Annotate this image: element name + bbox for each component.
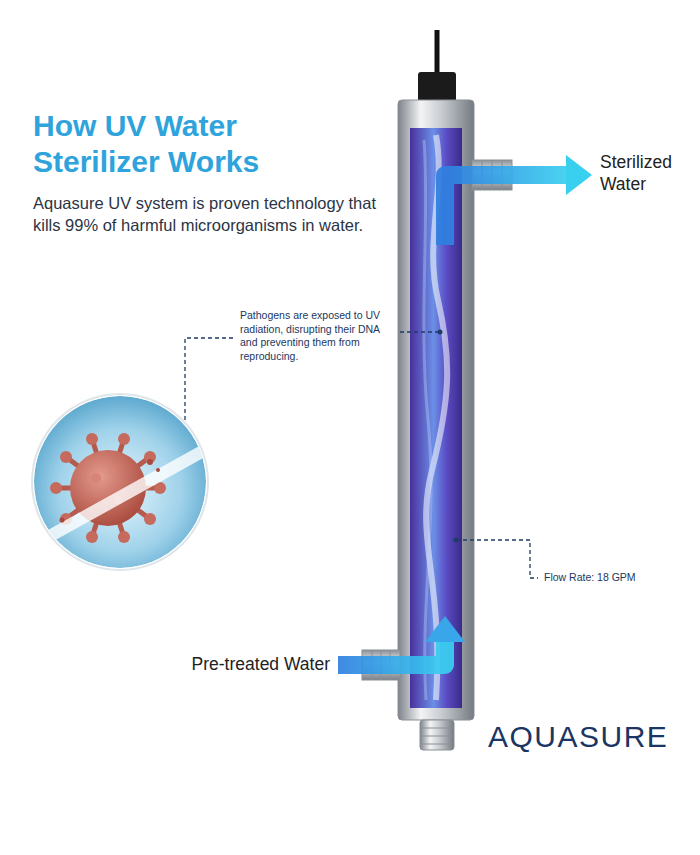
lamp-cap [418, 72, 456, 102]
leader-line [185, 338, 234, 420]
outlet-label: Sterilized Water [600, 152, 695, 196]
uv-beam [30, 440, 214, 552]
callout-note: Pathogens are exposed to UV radiation, d… [240, 309, 395, 364]
brand-logo: AQUASURE [488, 720, 693, 753]
bottom-cap [420, 720, 454, 750]
flow-rate-note: Flow Rate: 18 GPM [544, 571, 684, 585]
power-cable [435, 30, 440, 76]
inlet-flow-arrow [338, 640, 445, 665]
leader-line [400, 331, 440, 332]
arrow-head [566, 155, 592, 195]
arrow-head [425, 616, 465, 642]
water-streak [424, 140, 431, 700]
intro-text: Aquasure UV system is proven technology … [33, 193, 383, 237]
leader-line [456, 540, 538, 578]
outlet-flow-arrow [445, 175, 568, 245]
title: How UV Water Sterilizer Works [33, 108, 333, 180]
inlet-label: Pre-treated Water [110, 654, 330, 676]
pathogen-closeup [30, 394, 214, 570]
